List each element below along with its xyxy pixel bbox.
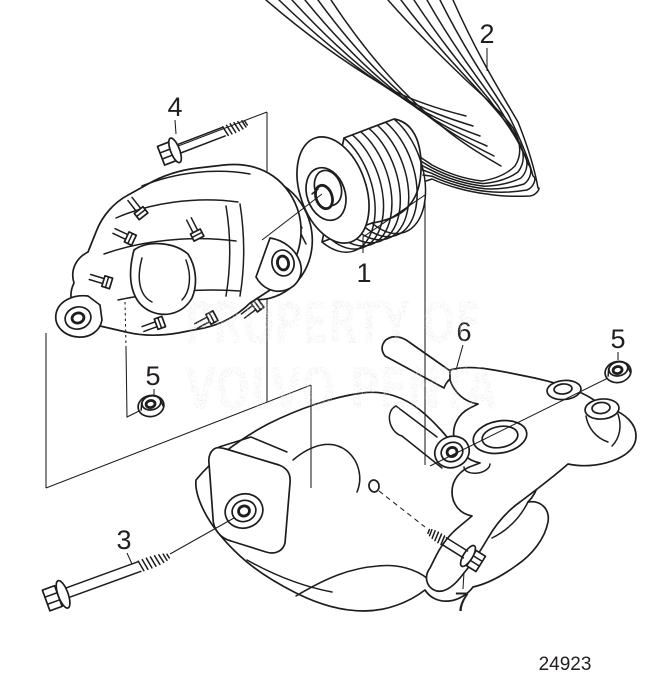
callout-6: 6 bbox=[456, 317, 471, 347]
bolt-3 bbox=[41, 553, 171, 612]
watermark: PROPERTY OF VOLVO PENTA bbox=[185, 289, 497, 423]
frame-line-right bbox=[362, 194, 426, 465]
alternator-stud bbox=[240, 297, 265, 319]
alternator-stud bbox=[141, 315, 167, 333]
bolt-4 bbox=[156, 120, 249, 166]
watermark-line1: PROPERTY OF bbox=[185, 289, 481, 357]
construction-lines bbox=[169, 193, 609, 555]
alternator-bracket bbox=[381, 335, 637, 593]
nut5-axis-line bbox=[429, 377, 609, 467]
bolt7-hole bbox=[368, 479, 380, 493]
alternator-stud bbox=[112, 227, 138, 247]
callout-1: 1 bbox=[356, 258, 371, 288]
alternator-stud bbox=[88, 273, 114, 290]
callout-2: 2 bbox=[479, 19, 494, 49]
callout-3: 3 bbox=[116, 525, 131, 555]
callout-7: 7 bbox=[454, 587, 469, 617]
nut-5-right bbox=[604, 360, 632, 384]
alternator-stud bbox=[127, 196, 149, 221]
callout-leaders bbox=[126, 48, 619, 590]
bolt7-axis-line bbox=[378, 490, 426, 528]
watermark-line2: VOLVO PENTA bbox=[185, 355, 497, 423]
bolt-7 bbox=[427, 528, 487, 573]
pulley bbox=[296, 118, 427, 253]
bolt3-axis-line bbox=[169, 517, 235, 555]
nut-5-left bbox=[137, 394, 165, 418]
drive-belt bbox=[265, 0, 540, 197]
pulley-bore bbox=[314, 183, 334, 211]
callout-5-right: 5 bbox=[610, 324, 625, 354]
shaft-axis-line bbox=[261, 193, 323, 241]
callout-labels: 1 2 3 4 5 5 6 7 bbox=[116, 19, 625, 617]
drawing-number: 24923 bbox=[539, 654, 592, 675]
alternator-stud bbox=[185, 217, 205, 242]
alternator bbox=[54, 163, 314, 338]
alternator-stud bbox=[194, 309, 219, 330]
callout-5-left: 5 bbox=[145, 361, 160, 391]
nut-position-line bbox=[124, 301, 140, 418]
callout-4: 4 bbox=[167, 92, 182, 122]
